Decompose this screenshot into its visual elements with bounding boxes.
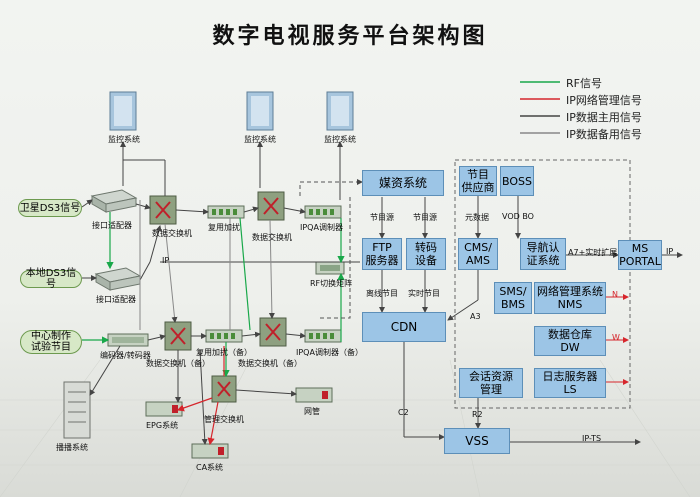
label-mgmt-switch: 管理交换机 — [204, 415, 244, 424]
label-w: W — [612, 333, 620, 342]
mux-2-icon — [205, 329, 243, 343]
label-c2: C2 — [398, 408, 409, 417]
box-cdn: CDN — [362, 312, 446, 342]
label-ip-right: IP — [666, 247, 674, 256]
rf-matrix-icon — [315, 261, 345, 275]
box-ls: 日志服务器 LS — [534, 368, 606, 398]
label-ca: CA系统 — [196, 463, 224, 472]
source-satellite: 卫星DS3信号 — [18, 199, 82, 217]
label-r2: R2 — [472, 410, 483, 419]
mgmt-switch-icon — [211, 375, 237, 403]
label-switch-3: 数据交换机（备） — [146, 359, 210, 368]
label-ipqam-2: IPQA调制器（备） — [296, 348, 363, 357]
box-ftp: FTP 服务器 — [362, 238, 402, 270]
label-switch-1: 数据交换机 — [152, 229, 192, 238]
label-src-2: 节目源 — [413, 213, 437, 222]
ipqam-1-icon — [304, 205, 342, 219]
label-offline: 离线节目 — [366, 289, 398, 298]
label-monitor-1: 监控系统 — [108, 135, 140, 144]
epg-device-icon — [145, 401, 183, 417]
label-a7: A7+实时扩展 — [568, 248, 618, 257]
label-vod: VOD BO — [502, 212, 534, 221]
ipqam-2-icon — [304, 329, 342, 343]
legend-backup: IP数据备用信号 — [566, 128, 642, 141]
box-vss: VSS — [444, 428, 510, 454]
label-broadcast: 播播系统 — [56, 443, 88, 452]
label-epg: EPG系统 — [146, 421, 179, 430]
label-adapter-2: 接口适配器 — [96, 295, 136, 304]
label-ipqam-1: IPQA调制器 — [300, 223, 343, 232]
box-transcode: 转码 设备 — [406, 238, 446, 270]
box-ms-portal: MS PORTAL — [618, 240, 662, 270]
label-ipts: IP-TS — [582, 434, 602, 443]
page-title: 数字电视服务平台架构图 — [212, 24, 488, 49]
legend-rf: RF信号 — [566, 77, 602, 90]
label-switch-2: 数据交换机 — [252, 233, 292, 242]
label-monitor-2: 监控系统 — [244, 135, 276, 144]
monitor-server-2-icon — [246, 91, 274, 131]
box-sms: SMS/ BMS — [494, 282, 532, 314]
box-boss: BOSS — [500, 166, 534, 196]
label-mux-2: 复用加扰（备） — [196, 348, 252, 357]
platform-region — [454, 159, 631, 409]
mux-1-icon — [207, 205, 245, 219]
box-nav: 导航认 证系统 — [520, 238, 566, 270]
ca-device-icon — [191, 443, 229, 459]
box-nms: 网络管理系统 NMS — [534, 282, 606, 314]
label-n: N — [612, 290, 618, 299]
legend-mgmt: IP网络管理信号 — [566, 94, 642, 107]
label-adapter-1: 接口适配器 — [92, 221, 132, 230]
label-encoder: 编码器/转码器 — [100, 351, 151, 360]
label-ip-mid: IP — [162, 256, 170, 265]
label-nms-device: 网管 — [304, 407, 320, 416]
label-a3: A3 — [470, 312, 481, 321]
nms-device-icon — [295, 387, 333, 403]
label-monitor-3: 监控系统 — [324, 135, 356, 144]
label-src-1: 节目源 — [370, 213, 394, 222]
switch-1-icon — [149, 195, 177, 225]
label-switch-4: 数据交换机（备） — [238, 359, 302, 368]
broadcast-server-icon — [63, 381, 91, 439]
source-local: 本地DS3信号 — [20, 268, 82, 290]
source-center: 中心制作 试验节目 — [20, 330, 82, 354]
label-mux-1: 复用加扰 — [208, 223, 240, 232]
label-meta: 元数据 — [465, 213, 489, 222]
label-rf-matrix: RF切换矩阵 — [310, 279, 353, 288]
monitor-server-3-icon — [326, 91, 354, 131]
box-session: 会话资源 管理 — [459, 368, 523, 398]
encoder-icon — [107, 333, 149, 347]
adapter-2-icon — [94, 267, 142, 291]
adapter-1-icon — [90, 189, 138, 213]
switch-4-icon — [259, 317, 287, 347]
box-dw: 数据仓库 DW — [534, 326, 606, 356]
box-provider: 节目 供应商 — [459, 166, 497, 196]
box-cms: CMS/ AMS — [458, 238, 498, 270]
switch-2-icon — [257, 191, 285, 221]
label-realtime: 实时节目 — [408, 289, 440, 298]
monitor-server-1-icon — [109, 91, 137, 131]
switch-3-icon — [164, 321, 192, 351]
box-media: 媒资系统 — [362, 170, 444, 196]
legend-main: IP数据主用信号 — [566, 111, 642, 124]
